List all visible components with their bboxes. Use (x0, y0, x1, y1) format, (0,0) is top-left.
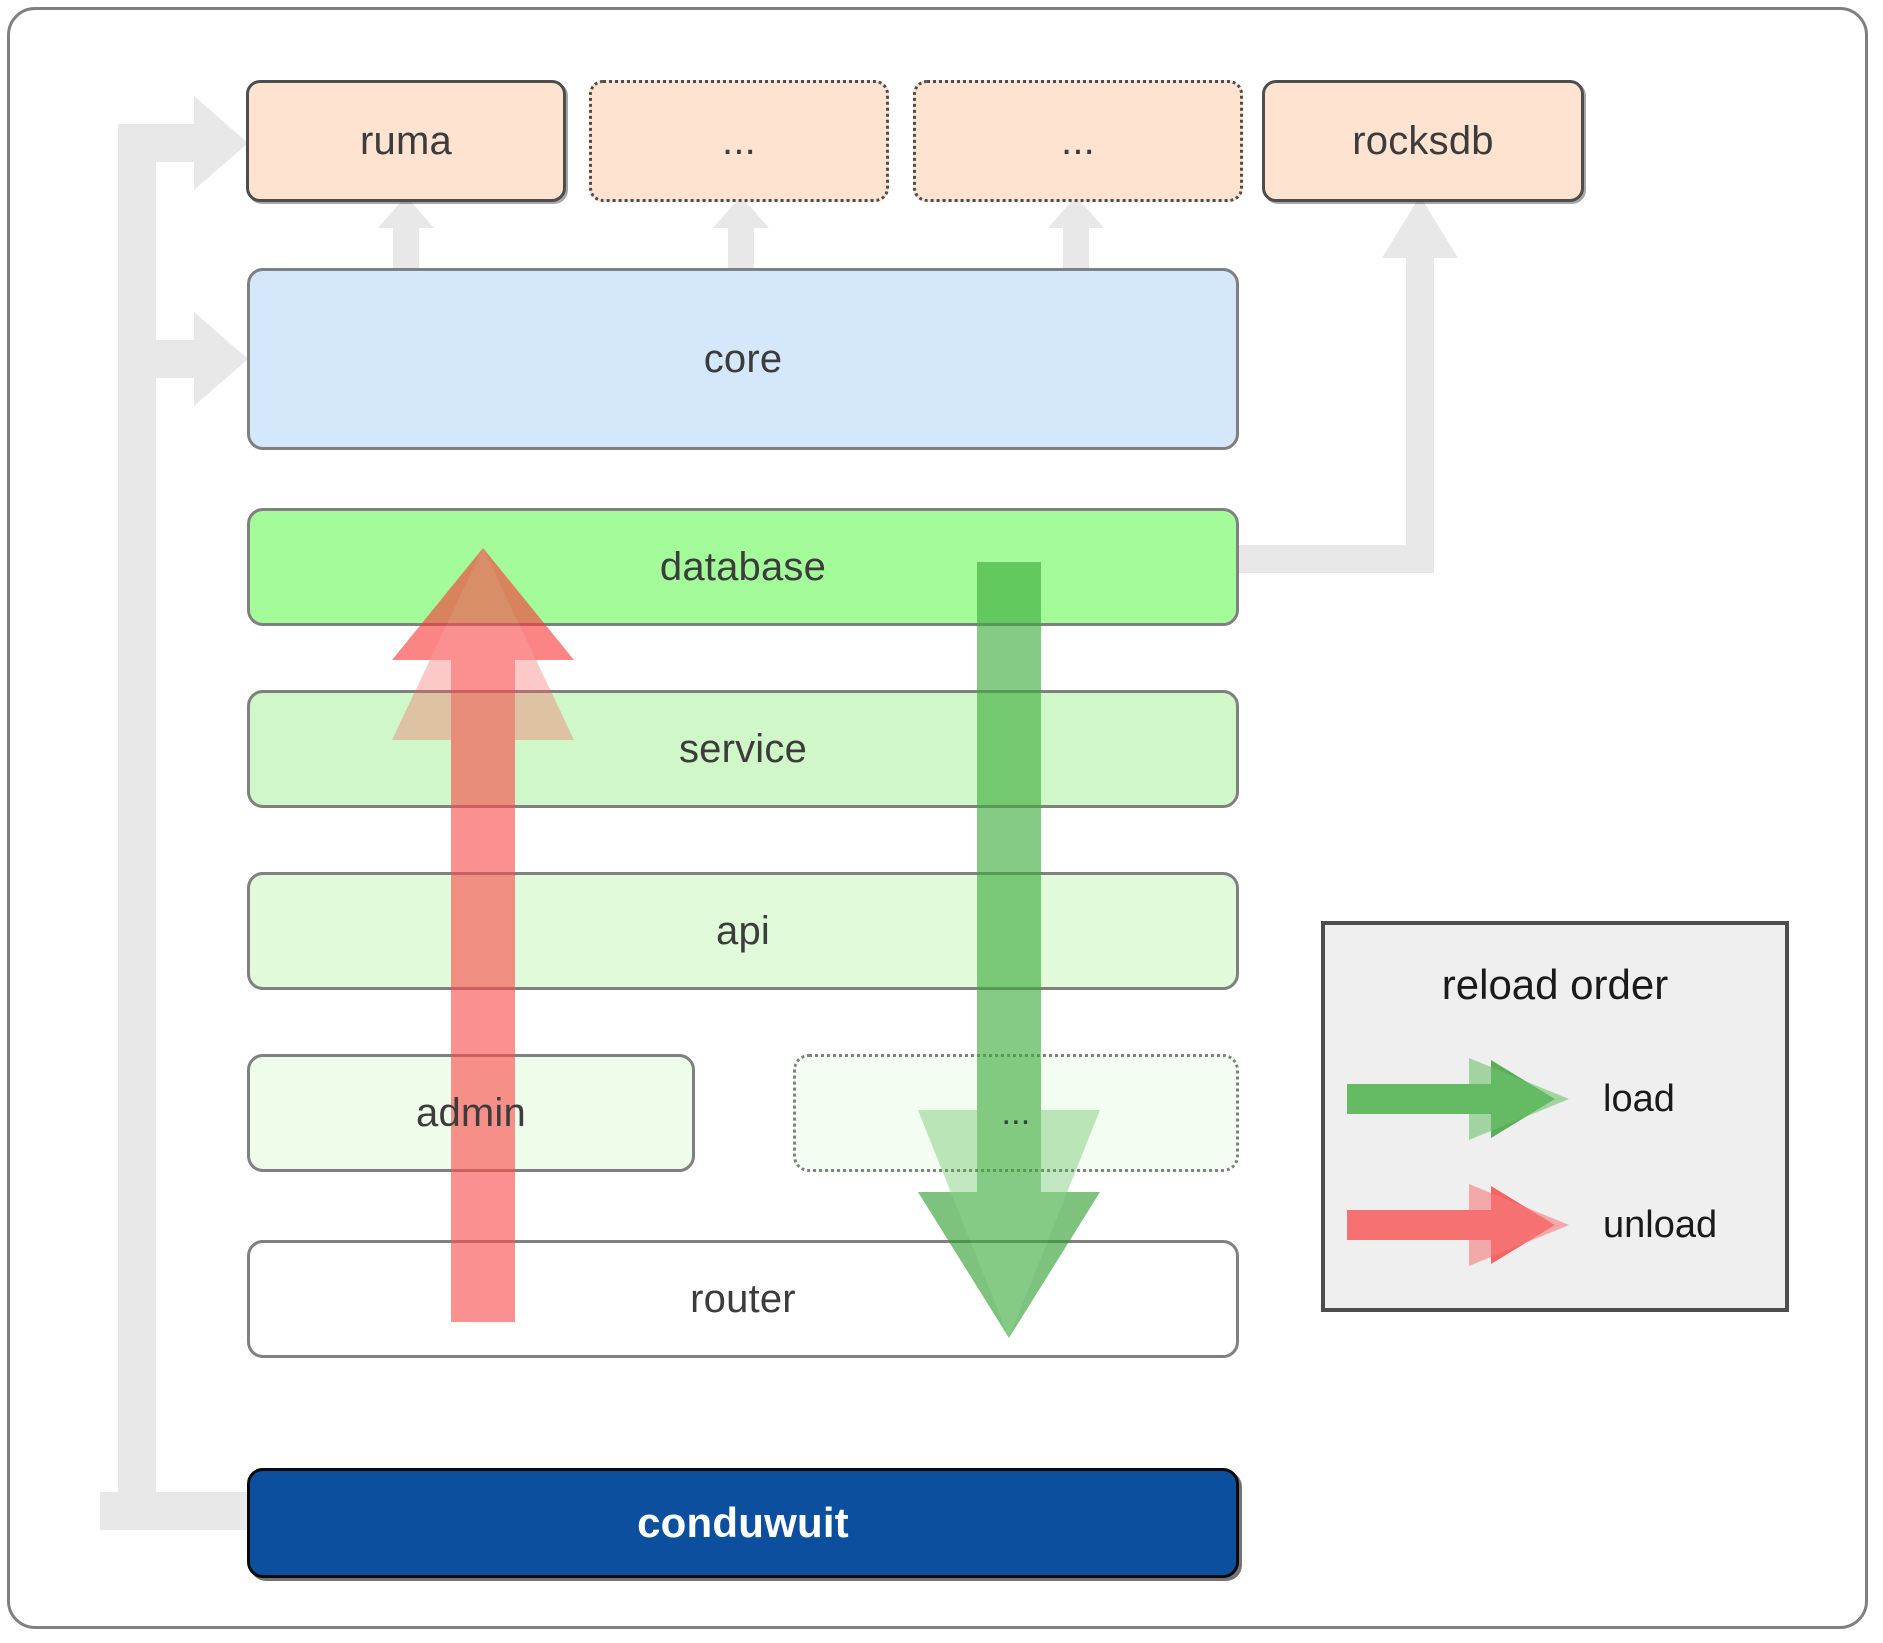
diagram-outer-frame (7, 7, 1868, 1629)
legend-label-unload: unload (1603, 1203, 1718, 1246)
dependency-label-rocksdb: rocksdb (1352, 118, 1494, 163)
legend-row-unload: unload (1343, 1182, 1775, 1268)
crate-box-core[interactable]: core (247, 268, 1239, 450)
dependency-box-ellipsis-2[interactable]: ... (913, 80, 1243, 202)
root-box-conduwuit[interactable]: conduwuit (247, 1468, 1239, 1578)
legend-panel: reload order load (1321, 921, 1789, 1312)
load-arrow-icon (1347, 1058, 1569, 1140)
legend-row-load: load (1343, 1056, 1775, 1142)
crate-label-core: core (703, 336, 783, 381)
legend-swatch-unload (1343, 1182, 1573, 1268)
crate-label-database: database (659, 544, 827, 589)
dependency-label-ellipsis-1: ... (722, 118, 756, 163)
crate-box-admin[interactable]: admin (247, 1054, 695, 1172)
crate-box-router[interactable]: router (247, 1240, 1239, 1358)
legend-title: reload order (1441, 961, 1669, 1008)
crate-label-service: service (678, 726, 808, 771)
dependency-box-ruma[interactable]: ruma (246, 80, 566, 202)
dependency-box-rocksdb[interactable]: rocksdb (1262, 80, 1584, 202)
crate-label-ellipsis: ... (1001, 1093, 1031, 1132)
dependency-label-ruma: ruma (360, 118, 452, 163)
crate-label-admin: admin (416, 1090, 526, 1135)
legend-swatch-load (1343, 1056, 1573, 1142)
crate-box-ellipsis[interactable]: ... (793, 1054, 1239, 1172)
crate-box-api[interactable]: api (247, 872, 1239, 990)
unload-arrow-icon (1347, 1184, 1569, 1266)
legend-label-load: load (1603, 1077, 1675, 1120)
dependency-box-ellipsis-1[interactable]: ... (589, 80, 889, 202)
dependency-label-ellipsis-2: ... (1061, 118, 1095, 163)
crate-label-router: router (690, 1276, 796, 1321)
crate-box-database[interactable]: database (247, 508, 1239, 626)
crate-label-api: api (716, 908, 770, 953)
root-label-conduwuit: conduwuit (637, 1499, 849, 1546)
crate-box-service[interactable]: service (247, 690, 1239, 808)
